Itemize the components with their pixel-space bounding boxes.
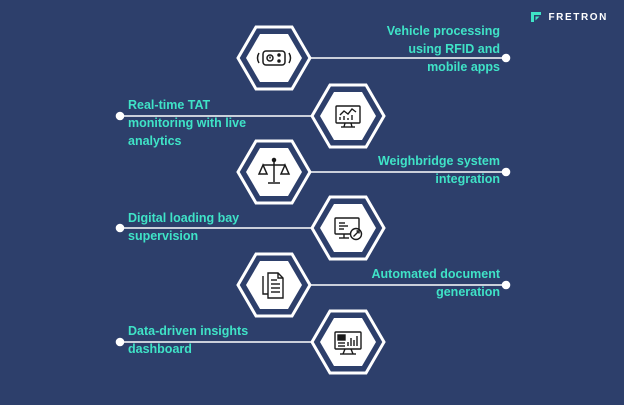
connector-dot-3 [501,167,511,177]
fretron-logo-icon [531,12,542,22]
hex-step-2 [310,83,386,149]
connectors [115,53,511,347]
hex-step-6 [310,309,386,375]
connector-dot-5 [501,280,511,290]
brand-logo: FRETRON [530,11,608,23]
step-label-5: Automated document generation [371,267,500,299]
hex-step-1 [236,25,312,91]
step-label-1: Vehicle processing using RFID and mobile… [386,24,500,74]
analytics-monitor-icon [335,105,361,128]
settings-monitor-icon [334,217,363,241]
connector-dot-2 [115,111,125,121]
hex-step-3 [236,139,312,205]
step-label-2: Real-time TAT monitoring with live analy… [128,98,247,148]
documents-icon [262,272,284,299]
connector-dot-6 [115,337,125,347]
connector-dot-4 [115,223,125,233]
hex-step-4 [310,195,386,261]
step-label-3: Weighbridge system integration [377,154,500,186]
dashboard-icon [334,331,362,355]
step-label-4: Digital loading bay supervision [128,211,240,243]
rfid-reader-icon [256,50,292,66]
connector-dot-1 [501,53,511,63]
hex-step-5 [236,252,312,318]
step-label-6: Data-driven insights dashboard [128,324,249,356]
scale-icon [257,157,291,184]
brand-name: FRETRON [548,11,608,23]
